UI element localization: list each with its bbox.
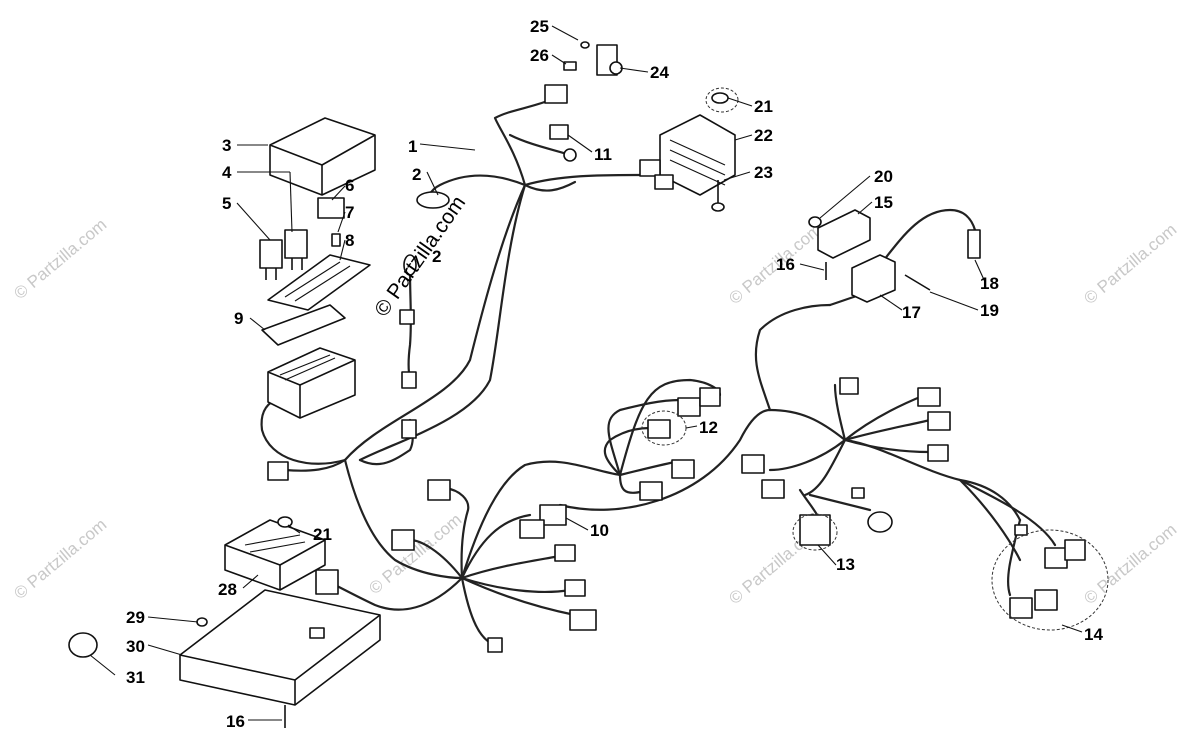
harness-connector (851, 487, 865, 499)
harness-connector (569, 609, 597, 631)
callout-4: 4 (222, 163, 232, 182)
harness-wires (260, 98, 1057, 647)
callout-1: 1 (408, 137, 417, 156)
harness-connector (401, 371, 417, 389)
nut-highlight (705, 87, 739, 113)
harness-connector (391, 529, 415, 551)
watermark-text: © Partzilla.com (1080, 220, 1180, 308)
callout-20: 20 (874, 167, 893, 186)
watermark-layer: © Partzilla.com © Partzilla.com © Partzi… (10, 215, 1180, 608)
sensor-plug (399, 309, 415, 325)
blade-fuse (331, 233, 341, 247)
harness-connector (315, 569, 339, 595)
washer (580, 41, 590, 49)
watermark-text: © Partzilla.com (10, 215, 110, 303)
callout-29: 29 (126, 608, 145, 627)
callout-14: 14 (1084, 625, 1103, 644)
fuse-box-gasket (261, 304, 346, 346)
harness-connector (427, 479, 451, 501)
callout-16-tray: 16 (226, 712, 245, 731)
machine-screw (563, 61, 577, 71)
harness-connector (554, 544, 576, 562)
callout-13: 13 (836, 555, 855, 574)
callout-3: 3 (222, 136, 231, 155)
callout-9: 9 (234, 309, 243, 328)
retaining-clip (68, 632, 98, 658)
ecu-module (224, 519, 326, 591)
injector-connector-group (639, 387, 721, 501)
hex-nut (277, 516, 293, 528)
harness-connector (839, 377, 859, 395)
cap-screw (904, 274, 931, 291)
fuse-box-base (267, 347, 356, 419)
callout-19: 19 (980, 301, 999, 320)
callout-22: 22 (754, 126, 773, 145)
callout-18: 18 (980, 274, 999, 293)
callout-leaders (89, 25, 1083, 721)
callout-5: 5 (222, 194, 231, 213)
callout-labels: 1 2 2 3 4 5 6 7 8 9 10 11 12 13 14 15 16… (126, 17, 1103, 731)
callout-30: 30 (126, 637, 145, 656)
partzilla-watermark: © Partzilla.com (370, 192, 470, 321)
callout-26: 26 (530, 46, 549, 65)
parts (68, 41, 1109, 728)
power-outlet (792, 511, 893, 551)
hex-nut (196, 617, 208, 627)
fuse-panel-board (267, 254, 371, 311)
harness-connector (917, 387, 941, 407)
harness-connector (761, 479, 785, 499)
harness-connector (564, 579, 586, 597)
callout-11: 11 (594, 145, 612, 164)
relay-pair (259, 229, 308, 280)
harness-connector (487, 637, 503, 653)
harness-connector (267, 461, 289, 481)
callout-7: 7 (345, 203, 354, 222)
harness-connector (741, 454, 765, 474)
harness-clamp (596, 44, 623, 76)
ignition-coil (851, 254, 896, 303)
watermark-text: © Partzilla.com (1080, 520, 1180, 608)
watermark-text: © Partzilla.com (10, 515, 110, 603)
watermark-text: © Partzilla.com (365, 510, 465, 598)
harness-connector (549, 124, 569, 140)
sensor-connector-group (991, 524, 1109, 631)
hex-nut (711, 92, 729, 104)
callout-24: 24 (650, 63, 669, 82)
callout-25: 25 (530, 17, 549, 36)
harness-connector (927, 411, 951, 431)
callout-12: 12 (699, 418, 718, 437)
callout-28: 28 (218, 580, 237, 599)
callout-15: 15 (874, 193, 893, 212)
spark-plug-cap (967, 229, 981, 259)
callout-2: 2 (412, 165, 421, 184)
callout-21-top: 21 (754, 97, 773, 116)
callout-2-sensor: 2 (432, 247, 441, 266)
harness-connector (401, 419, 417, 439)
mounting-tray (179, 589, 381, 706)
harness-connector (927, 444, 949, 462)
callout-8: 8 (345, 231, 354, 250)
ignition-coil-bracket (817, 209, 871, 259)
callout-16-coil: 16 (776, 255, 795, 274)
voltage-regulator (639, 114, 736, 196)
callout-21-ecu: 21 (313, 525, 332, 544)
washer (808, 216, 822, 228)
screw-head (711, 202, 725, 212)
temperature-sensor (403, 254, 417, 276)
fuse-box-cover (269, 117, 376, 196)
ring-terminal (563, 148, 577, 162)
harness-connector (539, 504, 567, 526)
callout-17: 17 (902, 303, 921, 322)
callout-31: 31 (126, 668, 145, 687)
mini-relay (317, 197, 345, 219)
hall-sensor (416, 191, 450, 209)
callout-23: 23 (754, 163, 773, 182)
callout-10: 10 (590, 521, 609, 540)
harness-connector (519, 519, 545, 539)
callout-6: 6 (345, 176, 354, 195)
harness-connector (544, 84, 568, 104)
